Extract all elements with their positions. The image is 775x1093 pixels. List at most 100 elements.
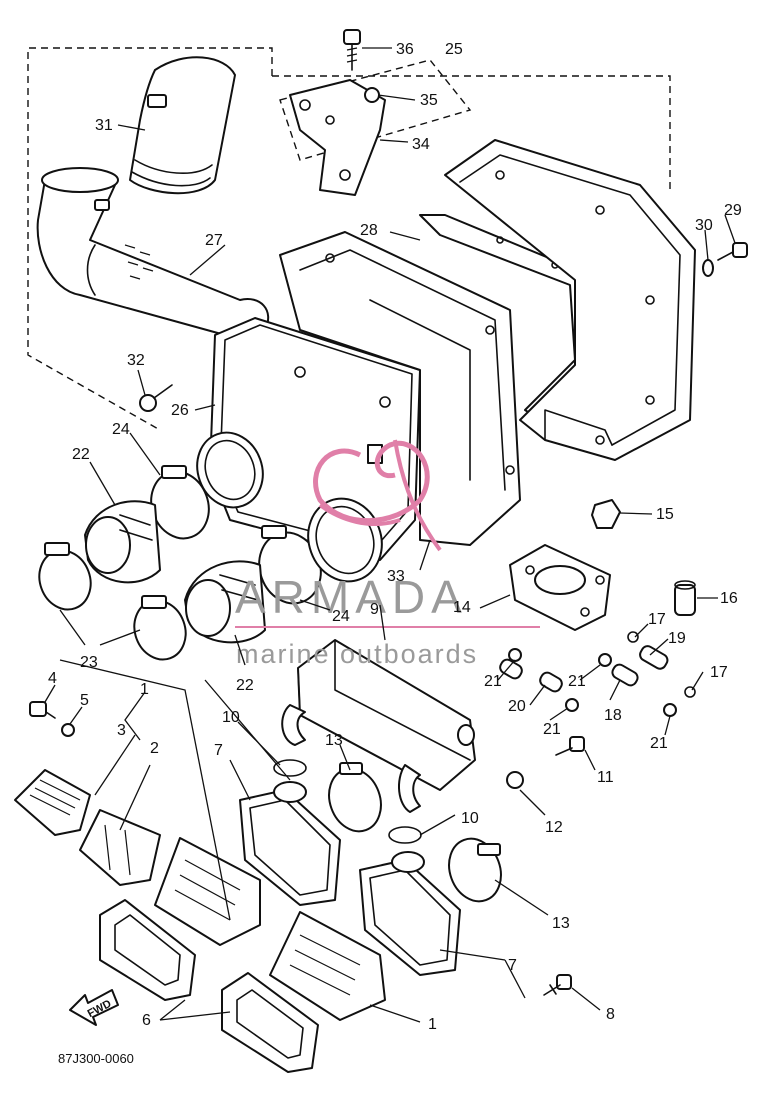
housing-body[interactable] [279, 231, 521, 546]
gasket-6-upper[interactable] [99, 899, 196, 1001]
fwd-arrow-icon: FWD [69, 989, 119, 1026]
joint-22-lower[interactable] [184, 560, 266, 644]
callout-34: 34 [412, 136, 430, 153]
callout-14: 14 [453, 599, 471, 616]
callout-labels: 36 25 35 34 31 27 28 29 30 32 26 24 22 2… [48, 41, 742, 1066]
hose-18[interactable] [610, 662, 640, 687]
drawing-code: 87J300-0060 [58, 1051, 134, 1066]
bracket-34[interactable] [289, 79, 386, 196]
callout-21-b: 21 [568, 673, 586, 690]
callout-10-b: 10 [461, 810, 479, 827]
callout-6: 6 [142, 1012, 151, 1029]
hose-extra[interactable] [498, 657, 524, 680]
callout-26: 26 [171, 402, 189, 419]
washer-5[interactable] [61, 723, 75, 737]
washer-35[interactable] [364, 87, 380, 103]
callout-12: 12 [545, 819, 563, 836]
callout-10-a: 10 [222, 709, 240, 726]
clip-21-b[interactable] [565, 698, 579, 712]
callout-21-d: 21 [650, 735, 668, 752]
callout-35: 35 [420, 92, 438, 109]
assembly-25-boundary [27, 47, 671, 431]
callout-32: 32 [127, 352, 145, 369]
nut-15[interactable] [591, 499, 621, 529]
o-ring-10-upper[interactable] [273, 759, 307, 777]
clip-21-a[interactable] [508, 648, 522, 662]
callout-25: 25 [445, 41, 463, 58]
callout-24-a: 24 [112, 421, 130, 438]
clamp-23-upper[interactable] [31, 542, 99, 617]
callout-8: 8 [606, 1006, 615, 1023]
reed-petal-2[interactable] [79, 809, 161, 886]
joint-22-upper[interactable] [84, 500, 161, 584]
callout-23-a: 23 [80, 654, 98, 671]
reed-valve-3[interactable] [14, 769, 91, 836]
callout-1-b: 1 [428, 1016, 437, 1033]
screw-29[interactable] [717, 242, 748, 261]
callout-21-c: 21 [543, 721, 561, 738]
washer-30[interactable] [702, 259, 714, 277]
callout-24-b: 24 [332, 608, 350, 625]
callout-22-a: 22 [72, 446, 90, 463]
callout-4: 4 [48, 670, 57, 687]
hose-20[interactable] [538, 670, 564, 693]
callout-5: 5 [80, 692, 89, 709]
callout-29: 29 [724, 202, 742, 219]
filter-16[interactable] [674, 580, 696, 616]
callout-7-b: 7 [508, 957, 517, 974]
clamp-13-upper[interactable] [321, 761, 390, 838]
manifold-7-upper[interactable] [239, 781, 341, 906]
callout-19: 19 [668, 630, 686, 647]
callout-22-b: 22 [236, 677, 254, 694]
callout-17-b: 17 [710, 664, 728, 681]
callout-13-a: 13 [325, 732, 343, 749]
screw-4[interactable] [29, 701, 56, 719]
leader-lines [44, 47, 736, 1023]
bolt-8[interactable] [543, 974, 572, 996]
callout-15: 15 [656, 506, 674, 523]
clamp-13-lower[interactable] [441, 831, 510, 908]
callout-7-a: 7 [214, 742, 223, 759]
clip-17-a[interactable] [627, 631, 639, 643]
clip-21-d[interactable] [663, 703, 677, 717]
clip-17-b[interactable] [684, 686, 696, 698]
callout-2: 2 [150, 740, 159, 757]
silencer-9[interactable] [281, 639, 476, 813]
callout-13-b: 13 [552, 915, 570, 932]
bolt-36[interactable] [343, 29, 361, 71]
callout-21-a: 21 [484, 673, 502, 690]
callout-36: 36 [396, 41, 414, 58]
callout-20: 20 [508, 698, 526, 715]
manifold-7-lower[interactable] [359, 851, 461, 976]
callout-33: 33 [387, 568, 405, 585]
gasket-6-lower[interactable] [221, 972, 319, 1073]
bolt-32[interactable] [139, 384, 173, 412]
air-box-cover[interactable] [444, 139, 696, 461]
callout-18: 18 [604, 707, 622, 724]
intake-pipe-27[interactable] [36, 167, 270, 345]
hose-19[interactable] [638, 644, 670, 671]
reed-block-1-lower[interactable] [269, 911, 386, 1021]
o-ring-10-lower[interactable] [388, 826, 422, 844]
clamp-23-lower[interactable] [126, 593, 194, 666]
nut-12[interactable] [506, 771, 524, 789]
watermark-leaf-icon [313, 440, 430, 524]
callout-1-a: 1 [140, 681, 149, 698]
callout-16: 16 [720, 590, 738, 607]
watermark-tagline: marine outboards [236, 639, 478, 669]
callout-31: 31 [95, 117, 113, 134]
callout-11: 11 [597, 769, 614, 786]
intake-duct-31[interactable] [129, 56, 236, 195]
clip-21-c[interactable] [598, 653, 612, 667]
watermark-logo: ARMADA marine outboards [235, 439, 540, 669]
bolt-11[interactable] [555, 736, 585, 756]
callout-3: 3 [117, 722, 126, 739]
callout-9: 9 [370, 601, 379, 618]
fuel-pump-14[interactable] [509, 544, 611, 631]
watermark-brand: ARMADA [235, 571, 468, 623]
sleeve-upper[interactable] [187, 423, 273, 516]
reed-block-1-upper[interactable] [154, 837, 261, 946]
clamp-24-upper[interactable] [142, 463, 218, 546]
clamp-24-lower[interactable] [249, 524, 330, 612]
